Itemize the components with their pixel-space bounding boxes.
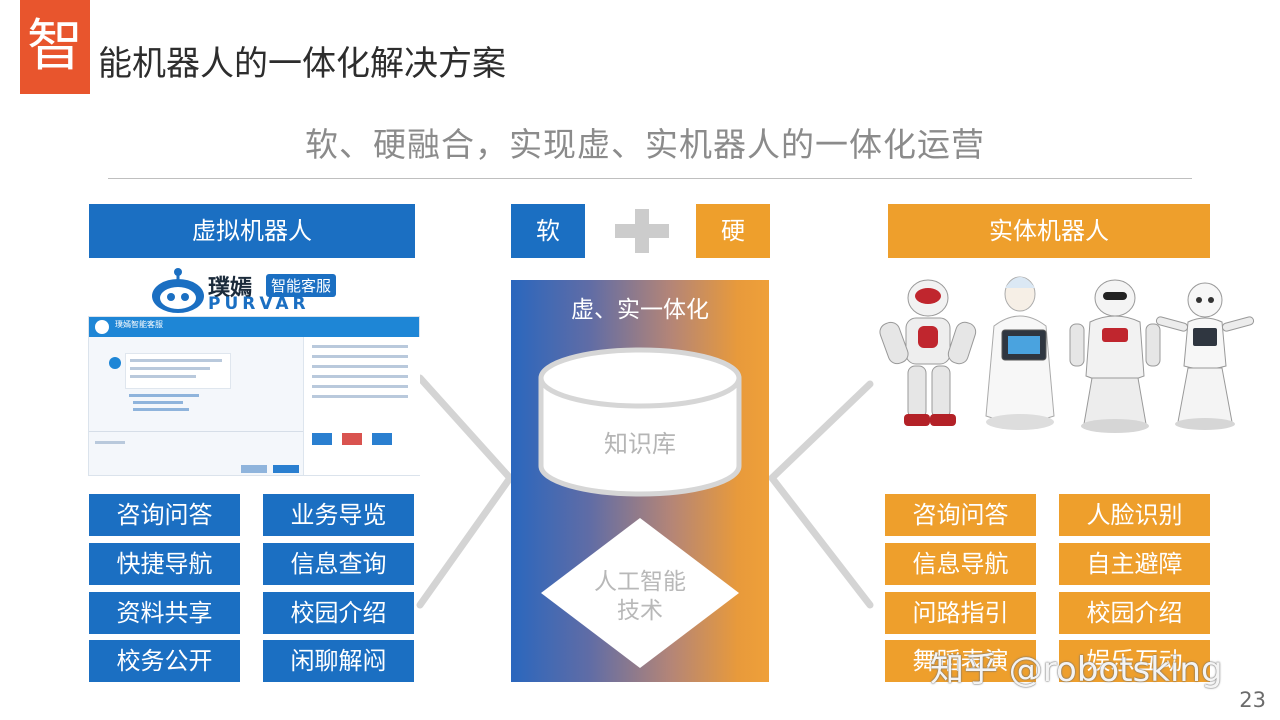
knowledge-base-label: 知识库 [604, 430, 676, 458]
page-title: 能机器人的一体化解决方案 [98, 44, 506, 84]
physical-robot-header: 实体机器人 [888, 204, 1210, 258]
fusion-label: 虚、实一体化 [571, 297, 709, 323]
chat-send-button [273, 465, 299, 473]
hard-badge: 硬 [696, 204, 770, 258]
chat-text-line [130, 367, 210, 370]
ai-diamond [541, 518, 739, 668]
side-item [312, 355, 408, 358]
reception-robot-icon [985, 276, 1055, 430]
chat-text-line [130, 359, 222, 362]
left-feature-quick-nav: 快捷导航 [89, 543, 240, 585]
plus-icon [615, 209, 669, 253]
logo-text-cn: 璞嫣 [208, 276, 253, 301]
service-robot-icon [1069, 279, 1161, 433]
right-feature-info-nav: 信息导航 [885, 543, 1036, 585]
chat-text-line [130, 375, 196, 378]
side-thumb [372, 433, 392, 445]
right-feature-obstacle-avoid: 自主避障 [1059, 543, 1210, 585]
chat-link-line [133, 401, 183, 404]
virtual-robot-header: 虚拟机器人 [89, 204, 415, 258]
right-feature-dance: 舞蹈表演 [885, 640, 1036, 682]
side-item [312, 345, 408, 348]
chat-screenshot: 璞嫣智能客服 [88, 316, 420, 476]
logo-text-en: PURVAR [208, 294, 310, 314]
left-feature-campus-intro: 校园介绍 [263, 592, 414, 634]
side-item [312, 385, 408, 388]
left-feature-school-affairs: 校务公开 [89, 640, 240, 682]
side-thumb [342, 433, 362, 445]
side-item [312, 375, 408, 378]
logo-badge: 智能客服 [266, 274, 337, 297]
right-feature-entertainment: 娱乐互动 [1059, 640, 1210, 682]
chat-links [125, 391, 229, 417]
chat-close-button [241, 465, 267, 473]
ai-tech-label: 人工智能 技术 [560, 568, 720, 626]
left-feature-info-query: 信息查询 [263, 543, 414, 585]
robot-mascot-icon [148, 266, 208, 314]
title-badge: 智 [20, 0, 90, 94]
input-text [95, 441, 125, 444]
input-divider [89, 431, 303, 432]
ai-tech-line-2: 技术 [617, 598, 663, 624]
robots-illustration [879, 276, 1255, 433]
page-subtitle: 软、硬融合，实现虚、实机器人的一体化运营 [305, 125, 985, 164]
ai-tech-line-1: 人工智能 [594, 569, 686, 595]
right-connector [767, 380, 874, 609]
pepper-robot-icon [1155, 282, 1255, 430]
right-feature-face-recognition: 人脸识别 [1059, 494, 1210, 536]
left-feature-consult: 咨询问答 [89, 494, 240, 536]
right-feature-campus-intro: 校园介绍 [1059, 592, 1210, 634]
page-number: 23 [1239, 688, 1266, 712]
soft-badge: 软 [511, 204, 585, 258]
side-thumb [312, 433, 332, 445]
bot-avatar-icon [109, 357, 121, 369]
watermark: 知乎 @robotsking [930, 650, 1223, 690]
fusion-graphics [538, 347, 742, 668]
left-connector [416, 374, 515, 609]
side-item [312, 395, 408, 398]
chat-window-titlebar [89, 317, 419, 337]
right-feature-directions: 问路指引 [885, 592, 1036, 634]
knowledge-base-cylinder [538, 347, 742, 497]
left-feature-chat: 闲聊解闷 [263, 640, 414, 682]
left-feature-business-guide: 业务导览 [263, 494, 414, 536]
humanoid-robot-icon [879, 279, 977, 426]
chat-link-line [133, 408, 189, 411]
chat-window-title: 璞嫣智能客服 [115, 320, 163, 329]
divider [108, 178, 1192, 179]
chat-avatar-icon [95, 320, 109, 334]
side-item [312, 365, 408, 368]
chat-side-panel [303, 337, 420, 475]
chat-link-line [129, 394, 199, 397]
right-feature-consult: 咨询问答 [885, 494, 1036, 536]
chat-bubble [125, 353, 231, 389]
left-feature-file-share: 资料共享 [89, 592, 240, 634]
